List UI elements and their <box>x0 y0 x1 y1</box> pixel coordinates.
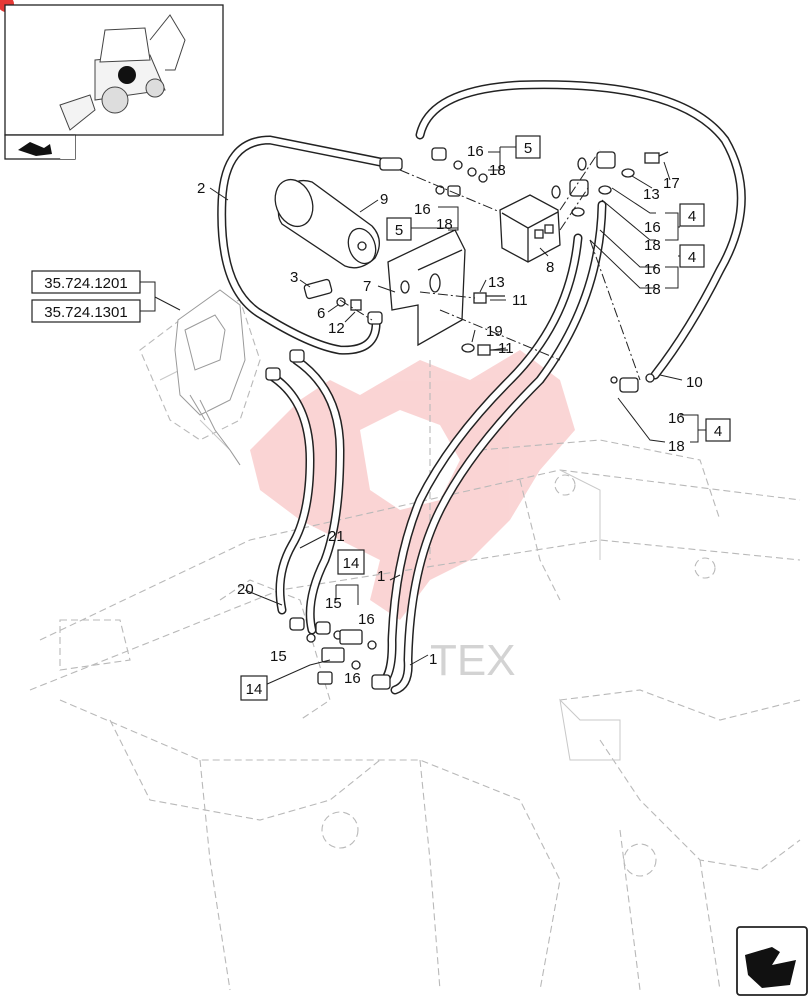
callout-16: 16 <box>344 670 361 687</box>
kit-box-label: 14 <box>246 681 263 698</box>
callout-9: 9 <box>380 191 388 208</box>
kit-box-14-bottom[interactable]: 14 <box>240 675 268 701</box>
thumbnail-panel[interactable] <box>4 4 224 160</box>
kit-box-4-bottom[interactable]: 4 <box>705 418 731 442</box>
callout-6: 6 <box>317 305 325 322</box>
callout-1: 1 <box>377 568 385 585</box>
callout-19: 19 <box>486 323 503 340</box>
callout-18: 18 <box>668 438 685 455</box>
kit-box-label: 14 <box>343 555 360 572</box>
callout-16: 16 <box>668 410 685 427</box>
assembly-lines <box>339 149 641 381</box>
callout-2: 2 <box>197 180 205 197</box>
chassis-ghost <box>29 299 801 991</box>
kit-box-label: 5 <box>524 140 532 157</box>
callout-16: 16 <box>644 261 661 278</box>
callout-12: 12 <box>328 320 345 337</box>
kit-box-5-top[interactable]: 5 <box>515 135 541 159</box>
callout-15: 15 <box>325 595 342 612</box>
callout-16: 16 <box>644 219 661 236</box>
callout-18: 18 <box>644 281 661 298</box>
watermark-text: TEX <box>430 636 516 685</box>
next-page-arrow-icon <box>745 947 796 988</box>
callout-1: 1 <box>429 651 437 668</box>
callout-16: 16 <box>467 143 484 160</box>
callout-13: 13 <box>643 186 660 203</box>
callout-11: 11 <box>512 292 528 309</box>
kit-box-4-mid[interactable]: 4 <box>679 244 705 268</box>
prev-page-arrow-icon[interactable] <box>18 142 52 156</box>
leader-lines <box>140 146 706 686</box>
kit-box-label: 4 <box>714 423 722 440</box>
kit-box-5-mid[interactable]: 5 <box>386 217 412 241</box>
callouts: 2 9 16 18 16 18 3 7 6 12 13 11 19 11 8 1… <box>197 143 703 687</box>
callout-8: 8 <box>546 259 554 276</box>
callout-18: 18 <box>644 237 661 254</box>
control-valve <box>174 289 246 466</box>
hose-20 <box>265 370 315 615</box>
valve-block <box>499 194 561 263</box>
reference-link-1301[interactable]: 35.724.1301 <box>31 299 141 323</box>
kit-box-4-top[interactable]: 4 <box>679 203 705 227</box>
kit-box-label: 5 <box>395 222 403 239</box>
backhoe-loader-thumbnail <box>59 14 186 131</box>
callout-18: 18 <box>489 162 506 179</box>
kit-box-label: 4 <box>688 208 696 225</box>
watermark-logo <box>250 350 575 620</box>
callout-16: 16 <box>358 611 375 628</box>
callout-3: 3 <box>290 269 298 286</box>
hose-21 <box>291 355 345 635</box>
callout-7: 7 <box>363 278 371 295</box>
accumulator <box>274 178 380 269</box>
hose-1-outer <box>373 233 583 690</box>
callout-20: 20 <box>237 581 254 598</box>
callout-15: 15 <box>270 648 287 665</box>
reference-link-1201[interactable]: 35.724.1201 <box>31 270 141 294</box>
reference-link-1301-text: 35.724.1301 <box>44 304 127 321</box>
next-page-button[interactable] <box>736 926 808 996</box>
kit-box-14-top[interactable]: 14 <box>337 549 365 575</box>
kit-box-label: 4 <box>688 249 696 266</box>
hose-2 <box>217 135 400 355</box>
hose-1-inner <box>390 200 607 695</box>
hose-10 <box>415 80 746 380</box>
callout-21: 21 <box>328 528 345 545</box>
callout-18: 18 <box>436 216 453 233</box>
callout-11: 11 <box>498 340 514 357</box>
reference-link-1201-text: 35.724.1201 <box>44 275 127 292</box>
callout-17: 17 <box>663 175 680 192</box>
mounting-bracket <box>387 229 466 347</box>
callout-16: 16 <box>414 201 431 218</box>
callout-13: 13 <box>488 274 505 291</box>
callout-10: 10 <box>686 374 703 391</box>
